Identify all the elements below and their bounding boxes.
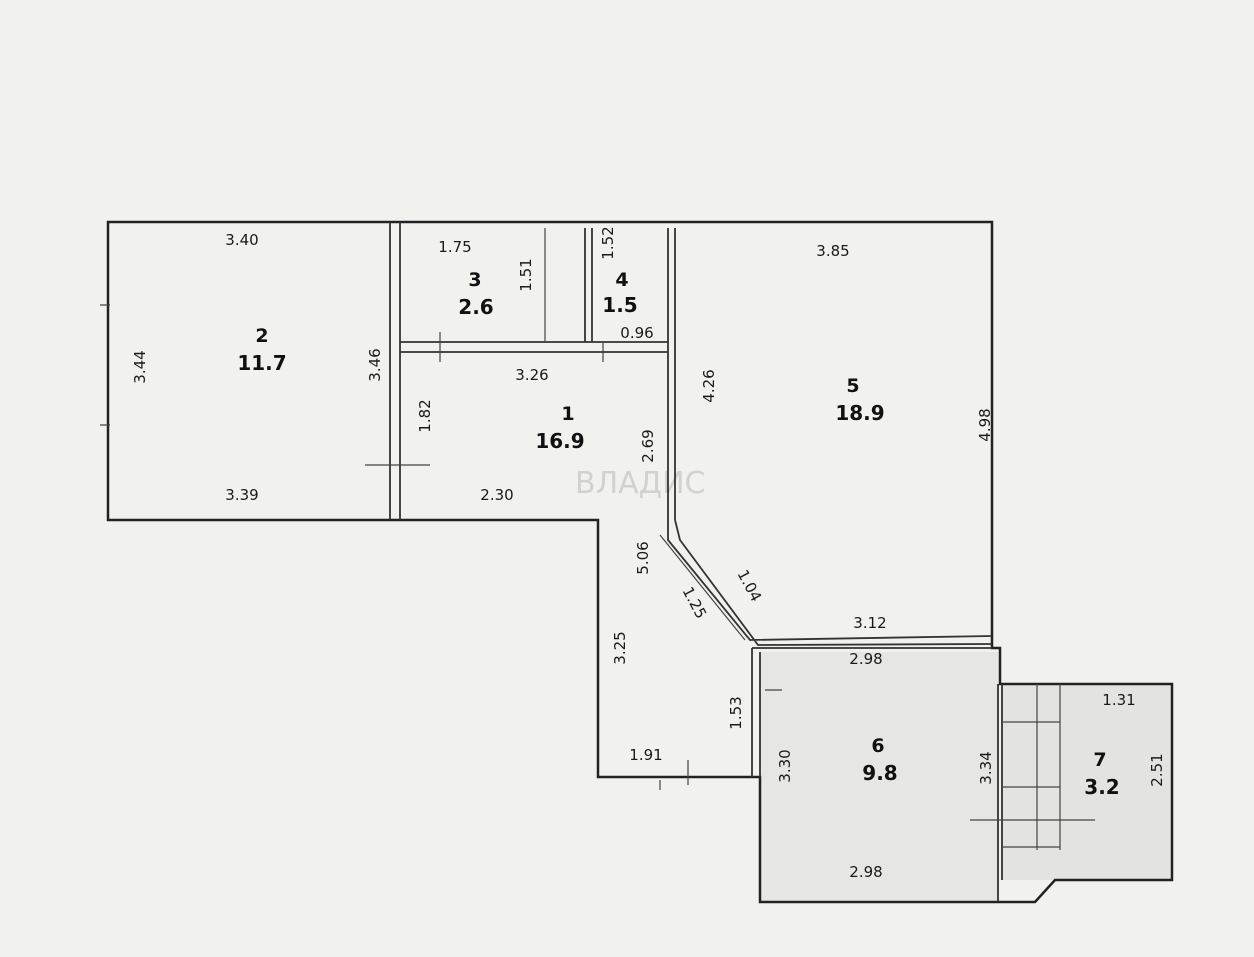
room-labels: 1 16.9 2 11.7 3 2.6 4 1.5 5 18.9 6 9.8 7… <box>237 269 1119 799</box>
dim-hall-e: 1.53 <box>727 696 745 729</box>
wall-room-7 <box>997 684 1003 902</box>
room-2-area: 11.7 <box>237 351 286 375</box>
tick-marks <box>100 304 782 790</box>
dim-hall-d: 3.25 <box>611 631 629 664</box>
dim-r3-top: 1.75 <box>438 238 471 256</box>
dim-r4-top: 1.52 <box>599 226 617 259</box>
dim-hall-f: 1.91 <box>629 746 662 764</box>
room-1-number: 1 <box>561 403 574 425</box>
room-5-area: 18.9 <box>835 401 884 425</box>
dim-r5-top: 3.85 <box>816 242 849 260</box>
wall-room-6 <box>751 647 992 777</box>
dim-hall-c: 1.04 <box>734 567 766 605</box>
outer-wall <box>106 220 1174 904</box>
room-2-number: 2 <box>255 325 268 347</box>
room-5-number: 5 <box>846 375 859 397</box>
dim-r2-left: 3.44 <box>131 350 149 383</box>
dimension-labels: 3.40 3.44 3.46 3.39 1.75 1.51 1.52 0.96 … <box>131 226 1166 881</box>
room-6-area: 9.8 <box>862 761 897 785</box>
dim-r2-right: 3.46 <box>366 348 384 381</box>
room-4-area: 1.5 <box>602 293 637 317</box>
room-1-area: 16.9 <box>535 429 584 453</box>
dim-r6-top: 2.98 <box>849 650 882 668</box>
room-6-shading <box>760 652 998 902</box>
wall-rooms-3-4 <box>400 341 668 353</box>
dim-r1-right: 2.69 <box>639 429 657 462</box>
watermark: ВЛАДИС <box>575 466 706 501</box>
dim-hall-b: 1.25 <box>679 584 711 622</box>
room-3-area: 2.6 <box>458 295 493 319</box>
dim-r6-left: 3.30 <box>776 749 794 782</box>
dim-r4-bottom: 0.96 <box>620 324 653 342</box>
room-4-number: 4 <box>615 269 628 291</box>
dim-r3-right: 1.51 <box>517 258 535 291</box>
dim-r1-left: 1.82 <box>416 399 434 432</box>
wall-diagonal <box>667 519 993 646</box>
dim-r7-right: 2.51 <box>1148 753 1166 786</box>
dim-r1-top: 3.26 <box>515 366 548 384</box>
dim-r6-bottom: 2.98 <box>849 863 882 881</box>
wall-room-3-4 <box>584 228 593 342</box>
dim-hall-a: 5.06 <box>634 541 652 574</box>
dim-r5-left: 4.26 <box>700 369 718 402</box>
dim-r7-top: 1.31 <box>1102 691 1135 709</box>
dim-r5-right: 4.98 <box>976 408 994 441</box>
dim-r2-top: 3.40 <box>225 231 258 249</box>
dim-r2-bottom: 3.39 <box>225 486 258 504</box>
room-7-area: 3.2 <box>1084 775 1119 799</box>
room-6-number: 6 <box>871 735 884 757</box>
dim-r6-right: 3.34 <box>977 751 995 784</box>
room-7-shelving <box>970 684 1095 850</box>
room-3-number: 3 <box>468 269 481 291</box>
dim-r1-bottom: 2.30 <box>480 486 513 504</box>
wall-room-2 <box>389 222 401 520</box>
wall-diagonal-inner <box>659 534 746 641</box>
room-7-number: 7 <box>1093 749 1106 771</box>
wall-room-4-5 <box>667 228 676 520</box>
dim-r5-bottom: 3.12 <box>853 614 886 632</box>
